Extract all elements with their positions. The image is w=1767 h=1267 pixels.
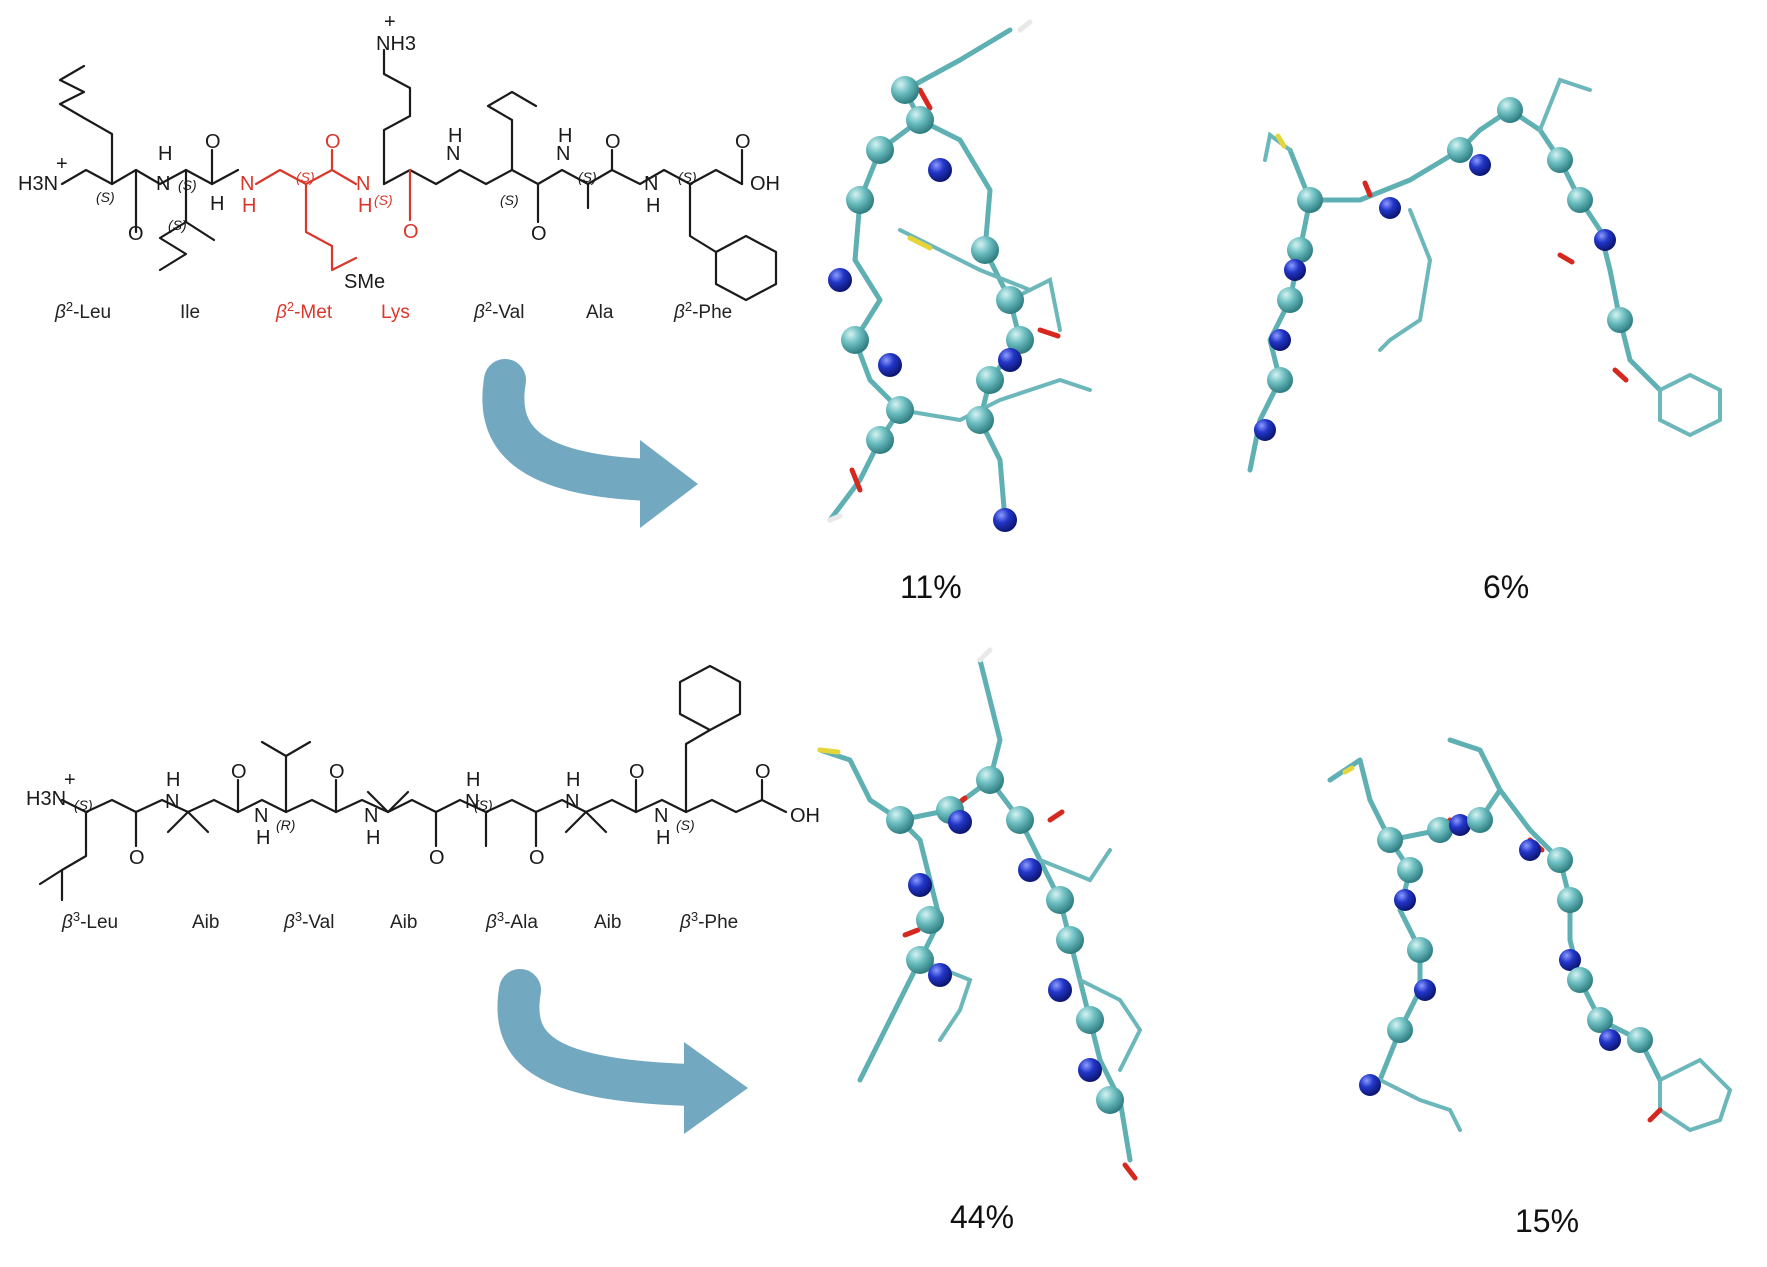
top-residue-1: β2-Leu [54,299,111,324]
top-residue-5: β2-Val [473,299,524,324]
top-oxygen-3: O [325,131,341,153]
top-lys-nh3-plus: + [384,11,396,33]
top-peptide-structure [58,48,778,302]
top-stereo-5: (S) [374,192,393,208]
bottom-residue-6: Aib [594,912,621,933]
bottom-amide-n-5: N [565,791,579,813]
bottom-oxygen-1: O [129,847,145,869]
top-amide-n-5: N [556,143,570,165]
top-amide-n-1: N [156,173,170,195]
bottom-amide-h-6: H [656,827,670,849]
bottom-residue-1: β3-Leu [61,909,118,934]
bottom-amide-n-6: N [654,805,668,827]
bottom-amide-h-4: H [466,769,480,791]
top-stereo-3: (S) [168,217,187,233]
population-top-right: 6% [1483,569,1529,605]
top-stereo-6: (S) [500,192,519,208]
bottom-oxygen-5: O [529,847,545,869]
top-oxygen-5: O [531,223,547,245]
bottom-amide-h-1: H [166,769,180,791]
bottom-stereo-2: (R) [276,817,295,833]
top-amide-h-6: H [646,195,660,217]
bottom-residue-2: Aib [192,912,219,933]
top-amide-n-6: N [644,173,658,195]
bottom-peptide-atom-labels: H3N + H N O O N H O N H O H N O H N O N … [26,761,820,869]
bottom-amide-h-5: H [566,769,580,791]
top-oxygen-4: O [403,221,419,243]
bottom-stereo-4: (S) [676,817,695,833]
top-alpha-h: H [210,193,224,215]
conformer-bottom-left [817,647,1143,1181]
top-peptide-stereo-labels: (S) (S) (S) (S) (S) (S) (S) (S) [96,169,697,233]
bottom-peptide-structure [38,664,788,902]
top-oxygen-1: O [128,223,144,245]
conformer-top-right [1247,77,1722,473]
bottom-c-terminus: OH [790,805,820,827]
top-oxygen-6: O [605,131,621,153]
bottom-peptide-stereo-labels: (S) (R) (S) (S) [74,797,695,833]
bottom-amide-h-3: H [366,827,380,849]
top-stereo-4: (S) [296,169,315,185]
top-peptide-atom-labels: H3N + H N O H O N H O N H O SMe NH3 + N … [18,11,780,293]
top-residue-labels: β2-Leu Ile β2-Met Lys β2-Val Ala β2-Phe [54,299,732,324]
bottom-stereo-1: (S) [74,797,93,813]
bottom-n-terminus: H3N [26,788,66,810]
top-stereo-2: (S) [178,177,197,193]
bottom-n-terminus-plus: + [64,769,76,791]
bottom-residue-5: β3-Ala [485,909,538,934]
bottom-curved-arrow [497,969,748,1134]
top-amide-h-5: H [558,125,572,147]
top-residue-3: β2-Met [275,299,333,324]
top-residue-7: β2-Phe [673,299,732,324]
bottom-oxygen-4: O [429,847,445,869]
top-amide-h-1: H [158,143,172,165]
bottom-residue-7: β3-Phe [679,909,738,934]
bottom-stereo-3: (S) [474,797,493,813]
top-curved-arrow [482,359,698,528]
population-bottom-right: 15% [1515,1203,1579,1239]
bottom-amide-h-2: H [256,827,270,849]
top-amide-h-2: H [242,195,256,217]
population-bottom-left: 44% [950,1199,1014,1235]
top-amide-n-4: N [446,143,460,165]
top-c-terminus: OH [750,173,780,195]
top-amide-h-3: H [358,195,372,217]
top-amide-n-2: N [240,173,254,195]
top-oxygen-7: O [735,131,751,153]
bottom-residue-3: β3-Val [283,909,334,934]
top-sme: SMe [344,271,385,293]
top-residue-6: Ala [586,302,614,323]
conformer-top-left [827,19,1092,532]
top-residue-2: Ile [180,302,200,323]
conformer-bottom-right [1327,737,1733,1133]
top-lys-nh3: NH3 [376,33,416,55]
top-n-terminus-plus: + [56,153,68,175]
top-oxygen-2: O [205,131,221,153]
bottom-oxygen-3: O [329,761,345,783]
bottom-oxygen-2: O [231,761,247,783]
bottom-amide-n-1: N [165,791,179,813]
top-amide-h-4: H [448,125,462,147]
top-stereo-8: (S) [678,169,697,185]
top-stereo-1: (S) [96,189,115,205]
bottom-residue-4: Aib [390,912,417,933]
bottom-oxygen-7: O [755,761,771,783]
top-residue-4: Lys [381,302,410,323]
bottom-residue-labels: β3-Leu Aib β3-Val Aib β3-Ala Aib β3-Phe [61,909,738,934]
population-top-left: 11% [900,569,962,605]
top-stereo-7: (S) [578,169,597,185]
bottom-amide-n-3: N [364,805,378,827]
top-amide-n-3: N [356,173,370,195]
bottom-amide-n-2: N [254,805,268,827]
top-n-terminus: H3N [18,173,58,195]
bottom-oxygen-6: O [629,761,645,783]
bottom-amide-n-4: N [465,791,479,813]
